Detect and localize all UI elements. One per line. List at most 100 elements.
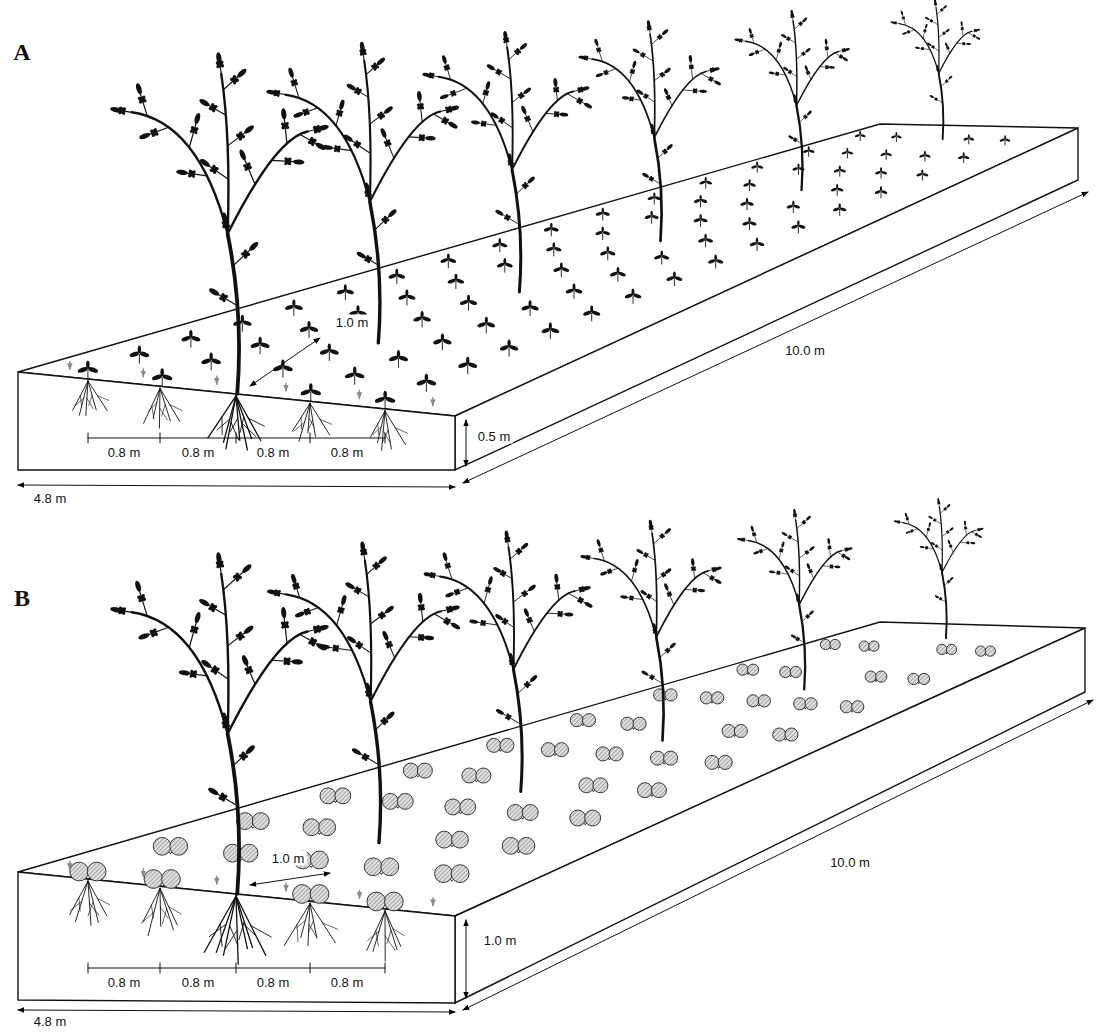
tree <box>647 593 650 599</box>
tree <box>441 55 447 65</box>
crop-plant <box>786 201 800 213</box>
dimension-label: 0.8 m <box>255 445 292 460</box>
crop-plant <box>740 198 754 210</box>
crop-plant <box>413 311 432 327</box>
crop-plant <box>644 211 659 224</box>
tree <box>490 111 499 119</box>
crop-plant <box>880 167 882 172</box>
tree <box>445 562 452 570</box>
crop-plant <box>416 374 437 392</box>
root-system <box>301 417 302 429</box>
tree <box>787 70 792 73</box>
crop-plant <box>250 337 270 354</box>
dimension-line <box>18 700 1093 1012</box>
crop-plant <box>757 244 758 251</box>
cabbage-plant <box>718 755 732 769</box>
tree <box>513 591 574 669</box>
tree <box>709 576 716 581</box>
tree <box>592 59 654 138</box>
tree <box>338 99 345 110</box>
tree <box>654 138 661 241</box>
tree <box>356 251 367 260</box>
tree <box>428 72 434 80</box>
tree <box>739 38 743 43</box>
tree <box>652 628 658 634</box>
tree <box>960 21 963 26</box>
tree <box>280 121 289 131</box>
tree <box>517 93 525 98</box>
tree <box>652 534 657 637</box>
tree <box>936 68 940 71</box>
crop-plant <box>602 207 604 212</box>
crop-plant <box>441 333 444 340</box>
crop-plant <box>633 296 634 303</box>
crop-plant <box>880 149 892 159</box>
tree <box>494 613 503 621</box>
cabbage-plant <box>382 793 398 809</box>
tree <box>526 616 532 624</box>
tree <box>445 605 454 613</box>
crop-plant <box>405 289 408 296</box>
tree <box>690 566 697 572</box>
tree <box>734 10 850 191</box>
cabbage-plant <box>310 885 329 904</box>
tree <box>634 559 639 567</box>
tree <box>199 158 211 169</box>
tree <box>286 594 371 701</box>
root-system <box>209 924 226 936</box>
tree <box>428 72 435 79</box>
cabbage-plant <box>162 870 181 889</box>
tree <box>945 28 950 33</box>
tree <box>758 549 763 553</box>
tree <box>422 31 593 292</box>
crop-plant <box>958 152 970 162</box>
crop-plant <box>601 226 604 232</box>
cabbage-plant <box>976 646 996 656</box>
tree <box>248 240 260 252</box>
tree <box>583 55 588 62</box>
tree <box>794 137 797 142</box>
tree <box>336 607 345 614</box>
cabbage-plant <box>637 783 666 798</box>
crop-plant <box>699 177 713 188</box>
crop-plant <box>426 383 427 392</box>
tree <box>804 551 809 554</box>
tree <box>189 126 199 134</box>
tree <box>480 619 486 627</box>
crop-plant <box>757 167 758 172</box>
tree <box>189 669 199 678</box>
tree <box>282 656 291 666</box>
cabbage-plant <box>918 673 929 684</box>
tree <box>930 541 935 545</box>
tree <box>646 25 652 31</box>
tree <box>559 112 568 116</box>
tree <box>946 531 950 534</box>
dimension-line <box>88 963 89 973</box>
tree <box>280 121 290 130</box>
tree <box>372 563 381 568</box>
crop-plant <box>793 207 794 213</box>
crop-plant <box>602 214 603 220</box>
crop-plant <box>606 246 609 252</box>
dimension-line <box>250 873 330 885</box>
tree <box>829 564 834 569</box>
dimension-line <box>466 920 467 998</box>
root-system <box>236 896 252 947</box>
bed-outline <box>455 628 1085 1003</box>
tree <box>283 656 292 666</box>
grey-arrow <box>143 869 144 877</box>
tree <box>416 102 424 110</box>
crop-plant <box>309 383 313 391</box>
tree <box>964 526 968 530</box>
crop-plant <box>895 132 897 136</box>
tree <box>208 287 221 297</box>
root-system <box>309 418 314 427</box>
bed-outline <box>455 128 1078 470</box>
tree <box>332 644 341 652</box>
root-system <box>143 888 160 921</box>
dimension-line <box>18 1010 455 1012</box>
crop-plant <box>880 186 882 191</box>
root-system <box>242 922 256 935</box>
root-system <box>377 424 379 434</box>
